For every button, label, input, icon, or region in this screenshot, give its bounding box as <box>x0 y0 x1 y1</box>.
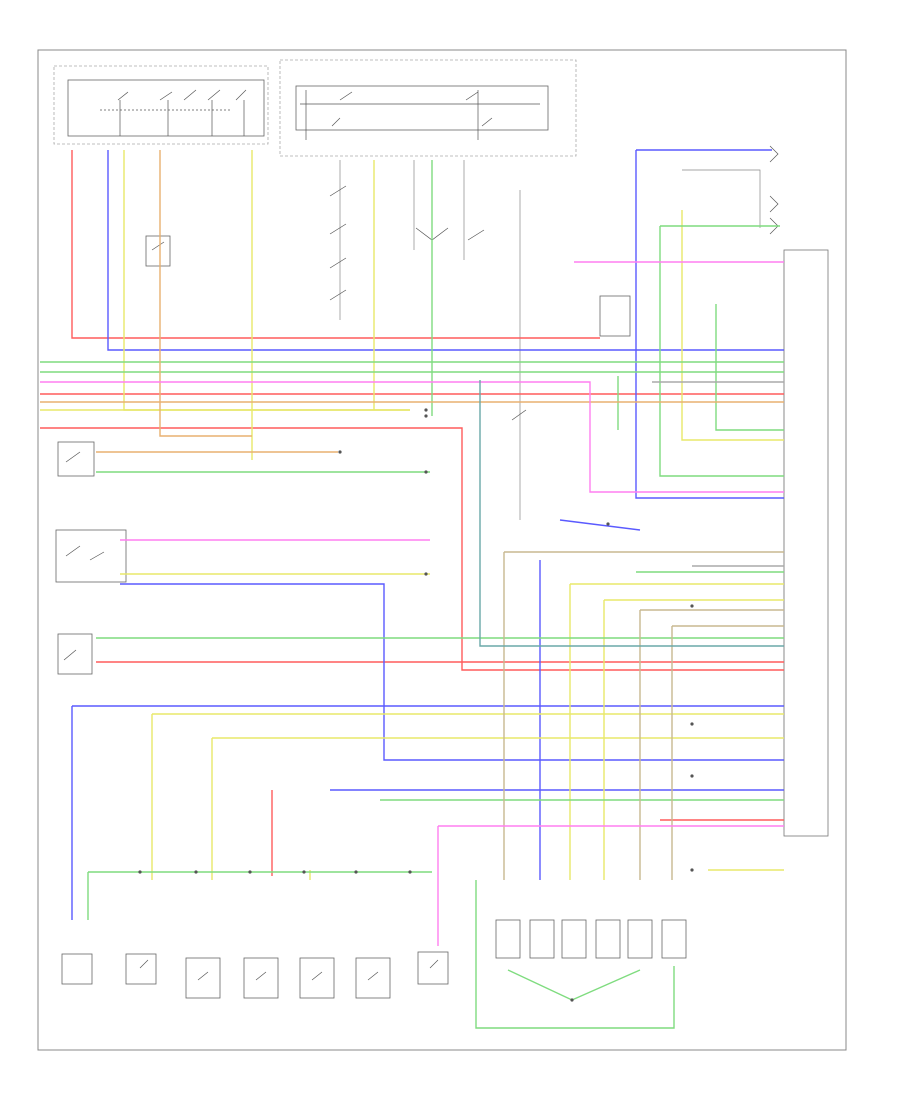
top-right-switches <box>682 145 779 235</box>
wires <box>40 149 784 1029</box>
connector-dots <box>138 408 694 1002</box>
top-left-relay-panel <box>53 65 269 145</box>
left-sensors <box>55 235 171 675</box>
diagram-frame <box>37 49 847 1051</box>
bottom-sensor-row <box>61 919 687 999</box>
top-center-relay-panel <box>279 59 577 157</box>
ecm-connector <box>783 249 829 837</box>
